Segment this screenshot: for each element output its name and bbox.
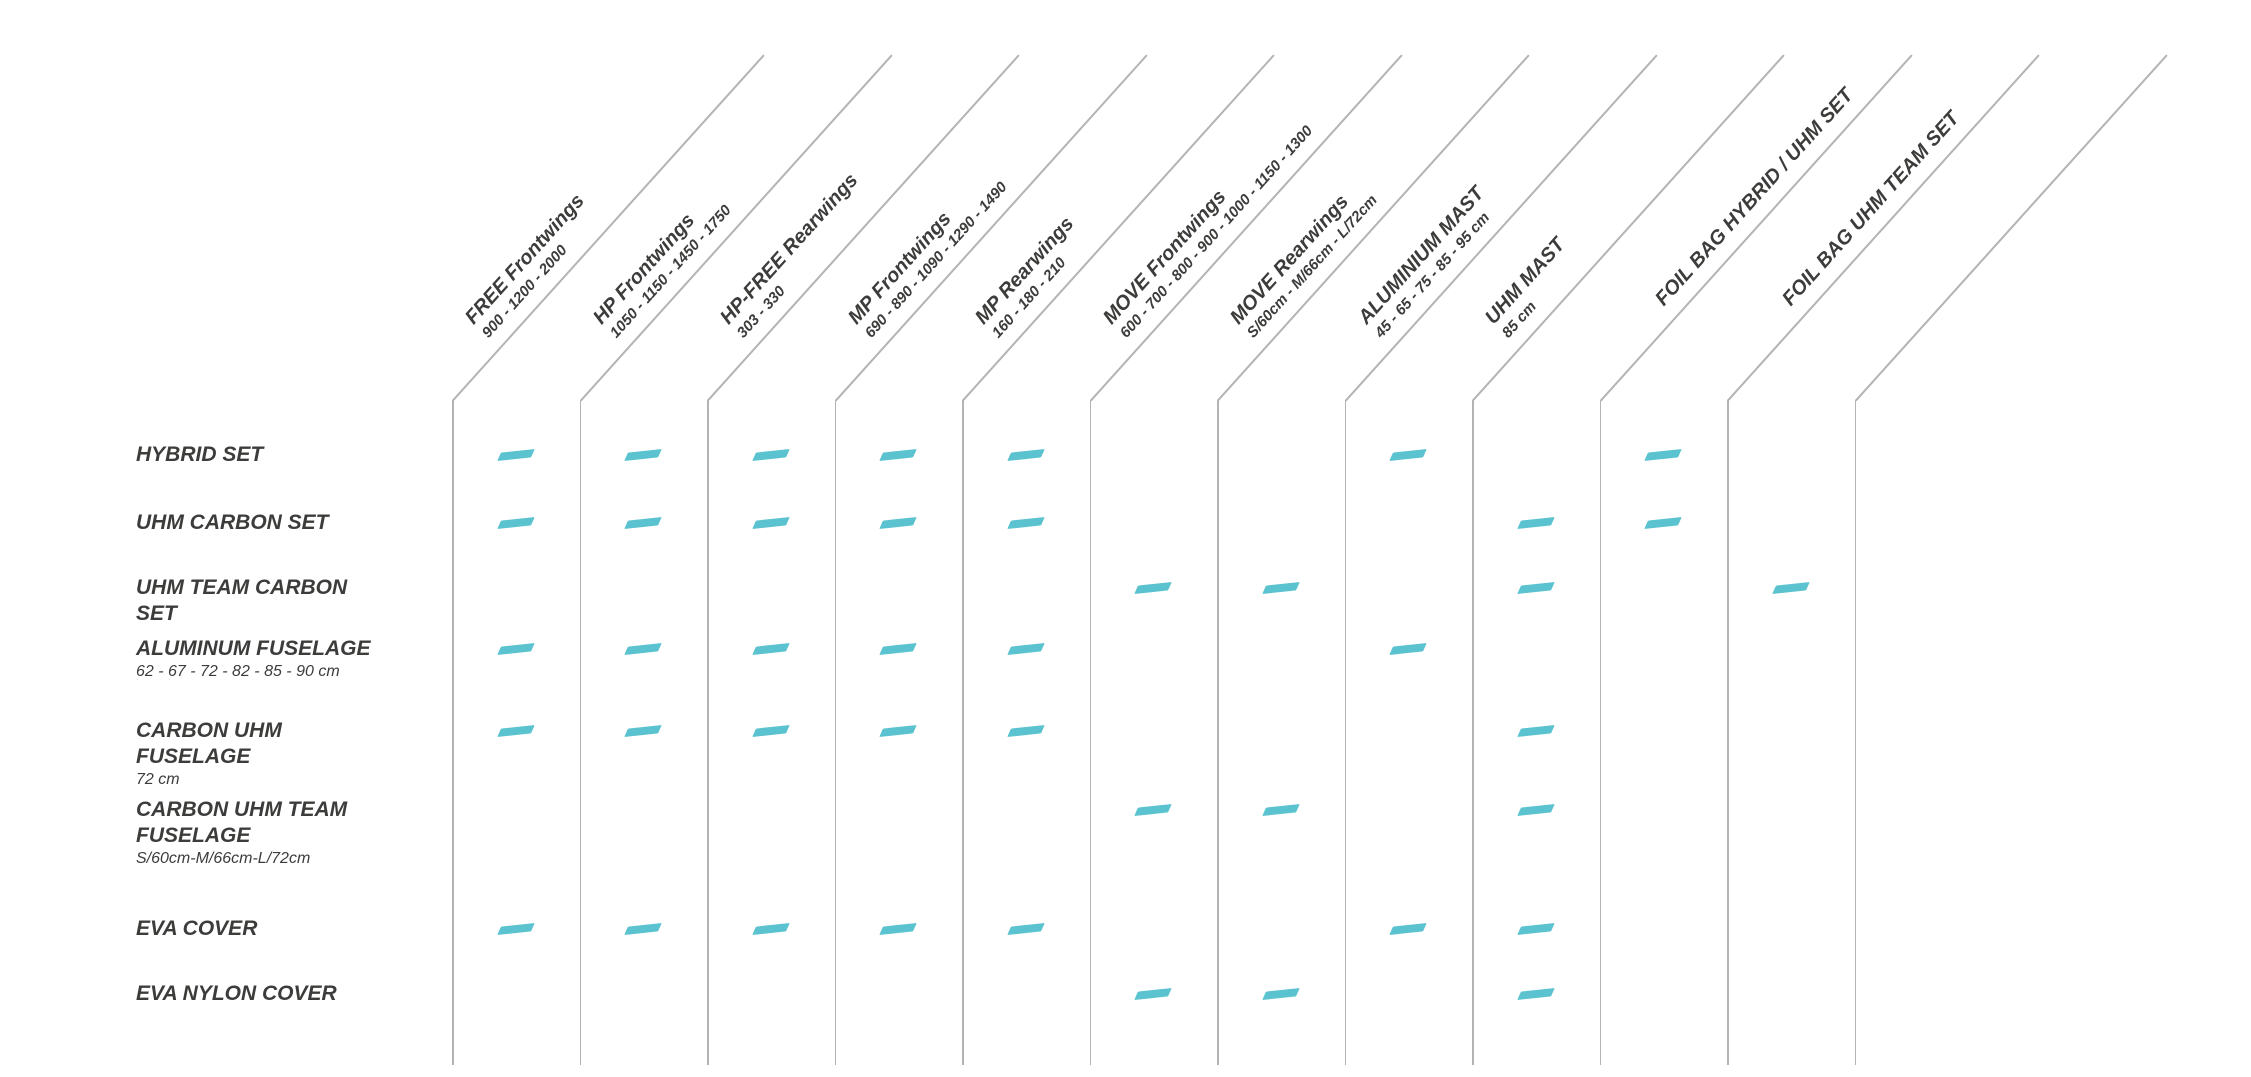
compatibility-mark: [751, 725, 790, 737]
row-label-name: EVA NYLON COVER: [136, 982, 337, 1005]
compatibility-mark: [1771, 582, 1810, 594]
column-separator-line: [1727, 400, 1729, 1065]
column-separator-diagonal: [1854, 54, 2167, 402]
compatibility-mark: [1261, 804, 1300, 816]
compatibility-mark: [1006, 517, 1045, 529]
compatibility-mark: [1261, 988, 1300, 1000]
compatibility-mark: [879, 725, 918, 737]
column-separator-line: [1217, 400, 1219, 1065]
compatibility-mark: [1516, 923, 1555, 935]
column-separator-line: [834, 400, 837, 1065]
column-header-name: FREE Frontwings: [460, 189, 589, 329]
row-label-name: CARBON UHM FUSELAGE: [136, 719, 282, 768]
column-separator-line: [1854, 400, 1857, 1065]
compatibility-mark: [624, 923, 663, 935]
compatibility-mark: [1516, 804, 1555, 816]
column-header: FOIL BAG UHM TEAM SET: [1702, 107, 1971, 400]
row-label: EVA COVER: [136, 916, 257, 942]
compatibility-mark: [879, 923, 918, 935]
compatibility-mark: [624, 449, 663, 461]
row-label-name: EVA COVER: [136, 917, 258, 940]
column-separator-line: [1344, 400, 1347, 1065]
row-label-name: ALUMINUM FUSELAGE: [136, 637, 371, 660]
compatibility-mark: [879, 517, 918, 529]
row-label-sizes: 72 cm: [136, 771, 180, 788]
compatibility-mark: [879, 643, 918, 655]
column-separator-line: [1089, 400, 1092, 1065]
compatibility-mark: [624, 517, 663, 529]
row-label: ALUMINUM FUSELAGE 62 - 67 - 72 - 82 - 85 …: [136, 636, 371, 682]
compatibility-mark: [1134, 582, 1173, 594]
row-label: CARBON UHM TEAM FUSELAGE S/60cm-M/66cm-L/…: [136, 797, 391, 869]
compatibility-mark: [1389, 449, 1428, 461]
column-header-name: HP-FREE Rearwings: [715, 169, 863, 329]
compatibility-mark: [1006, 923, 1045, 935]
compatibility-mark: [751, 517, 790, 529]
compatibility-mark: [751, 449, 790, 461]
column-header-name: HP Frontwings: [588, 209, 699, 329]
compatibility-mark: [624, 725, 663, 737]
compatibility-mark: [1516, 725, 1555, 737]
compatibility-mark: [624, 643, 663, 655]
row-label: UHM CARBON SET: [136, 510, 329, 536]
column-header: FOIL BAG HYBRID / UHM SET: [1575, 84, 1865, 400]
compatibility-mark: [1516, 582, 1555, 594]
column-separator-line: [1599, 400, 1602, 1065]
row-label-name: HYBRID SET: [136, 443, 264, 466]
row-label: HYBRID SET: [136, 442, 263, 468]
column-separator-line: [1472, 400, 1474, 1065]
row-label-sizes: S/60cm-M/66cm-L/72cm: [136, 850, 311, 867]
row-label: EVA NYLON COVER: [136, 981, 337, 1007]
compatibility-mark: [496, 725, 535, 737]
column-separator-line: [962, 400, 964, 1065]
column-separator-line: [707, 400, 709, 1065]
row-label: CARBON UHM FUSELAGE 72 cm: [136, 718, 391, 790]
row-label-name: CARBON UHM TEAM FUSELAGE: [136, 798, 348, 847]
compatibility-mark: [1644, 517, 1683, 529]
compatibility-mark: [1006, 643, 1045, 655]
compatibility-mark: [751, 643, 790, 655]
compatibility-mark: [1261, 582, 1300, 594]
compatibility-mark: [496, 643, 535, 655]
row-label-sizes: 62 - 67 - 72 - 82 - 85 - 90 cm: [136, 663, 340, 680]
compatibility-mark: [1389, 643, 1428, 655]
compatibility-mark: [496, 923, 535, 935]
compatibility-mark: [1006, 449, 1045, 461]
row-label: UHM TEAM CARBON SET: [136, 575, 391, 627]
compatibility-mark: [1516, 517, 1555, 529]
compatibility-mark: [1516, 988, 1555, 1000]
compatibility-mark: [1644, 449, 1683, 461]
column-separator-line: [579, 400, 582, 1065]
compatibility-mark: [496, 449, 535, 461]
column-separator-diagonal: [1727, 54, 2040, 402]
compatibility-mark: [1134, 804, 1173, 816]
row-label-name: UHM TEAM CARBON SET: [136, 576, 348, 625]
compatibility-mark: [1389, 923, 1428, 935]
compatibility-mark: [879, 449, 918, 461]
compatibility-mark: [496, 517, 535, 529]
compatibility-mark: [1134, 988, 1173, 1000]
compatibility-mark: [751, 923, 790, 935]
column-separator-line: [452, 400, 454, 1065]
row-label-name: UHM CARBON SET: [136, 511, 329, 534]
compatibility-mark: [1006, 725, 1045, 737]
